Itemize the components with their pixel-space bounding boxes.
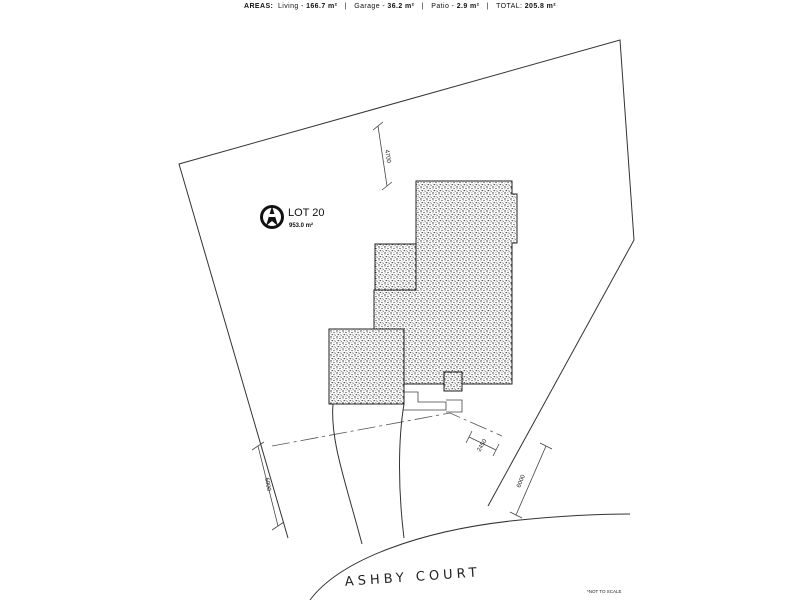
dimension-left-boundary: 6000 [251, 441, 285, 531]
patio [443, 371, 463, 392]
garage-value: 36.2 m² [387, 3, 415, 10]
lot-area: 953.0 m² [289, 222, 313, 229]
areas-prefix: AREAS: [244, 3, 274, 10]
north-arrow-icon [260, 205, 284, 229]
dimension-right-setback: 2450 [465, 430, 500, 457]
dimension-label-right: 6000 [516, 474, 527, 489]
driveway [332, 391, 463, 545]
not-to-scale-note: *NOT TO SCALE [587, 589, 622, 594]
areas-summary: AREAS: Living - 166.7 m² | Garage - 36.2… [244, 3, 556, 10]
patio-value: 2.9 m² [456, 3, 480, 10]
garage [328, 328, 405, 405]
building-setback-line [271, 412, 503, 447]
lot-boundary [178, 39, 635, 539]
street-curb [309, 513, 631, 600]
house-footprint [328, 180, 518, 405]
total-label: TOTAL: [496, 3, 523, 10]
patio-label: Patio [431, 3, 450, 10]
dimension-label-left: 6000 [263, 477, 271, 492]
dimension-top-setback: 4700 [372, 121, 393, 191]
living-label: Living [277, 3, 299, 10]
street-name: ASHBY COURT [344, 565, 481, 589]
garage-label: Garage [354, 3, 380, 10]
dimension-label-top: 4700 [383, 149, 391, 164]
lot-name: LOT 20 [288, 207, 325, 219]
dimension-right-boundary: 6000 [509, 442, 553, 519]
living-value: 166.7 m² [306, 3, 338, 10]
house-wing [374, 243, 417, 291]
total-value: 205.8 m² [524, 3, 556, 10]
